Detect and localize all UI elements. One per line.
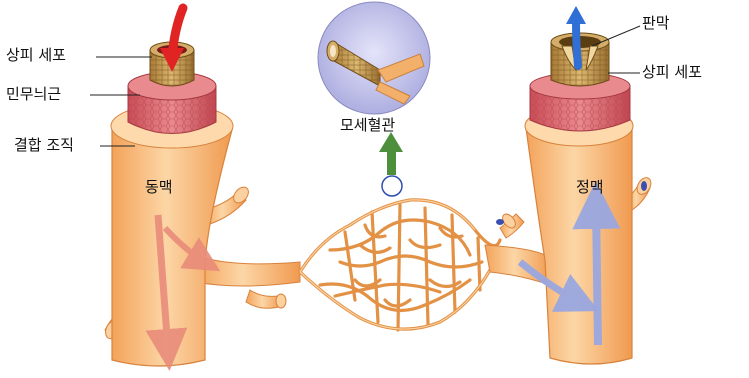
- label-artery: 동맥: [145, 180, 173, 195]
- zoom-marker-circle: [382, 176, 402, 196]
- label-vein: 정맥: [576, 180, 604, 195]
- artery-vessel: [103, 42, 300, 366]
- label-connective-tissue: 결합 조직: [14, 138, 74, 153]
- vein-vessel: [485, 33, 654, 364]
- label-epithelial-cells-right: 상피 세포: [642, 65, 702, 80]
- label-epithelial-cells-left: 상피 세포: [6, 48, 66, 63]
- green-up-arrow-icon: [379, 132, 403, 175]
- label-smooth-muscle: 민무늬근: [6, 87, 61, 102]
- label-valve: 판막: [642, 16, 670, 31]
- label-capillary: 모세혈관: [340, 118, 395, 133]
- capillary-network: [300, 200, 500, 330]
- capillary-inset: [318, 2, 430, 114]
